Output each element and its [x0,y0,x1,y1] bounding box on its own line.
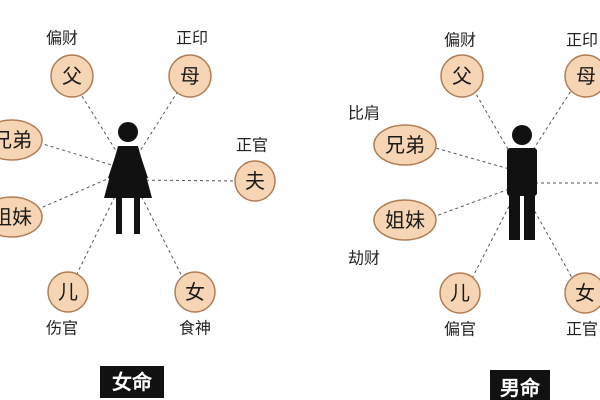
node-sisters: 姐妹 [0,196,43,238]
node-sisters-m: 姐妹 [373,199,437,241]
node-daughter-m: 女 [564,272,600,314]
caption-male: 男命 [500,376,541,400]
label-daughter-m: 正官 [566,320,598,339]
connector-father-m [467,79,521,171]
label-son-m: 偏官 [444,320,476,339]
connector-sisters-m [424,184,521,221]
label-brothers-m: 比肩 [348,104,380,123]
node-husband: 夫 [234,160,276,202]
label-husband: 正官 [236,136,268,155]
node-mother-m-text: 母 [576,64,596,88]
node-mother-text: 母 [180,64,200,88]
node-brothers: 兄弟 [0,119,43,161]
connector-daughter [127,169,191,293]
label-mother: 正印 [176,29,208,48]
node-mother-m: 母 [564,54,600,98]
node-daughter: 女 [174,271,216,313]
caption-male-box [490,370,550,400]
node-husband-text: 夫 [245,169,265,193]
node-father-text: 父 [62,64,82,88]
node-son-m-text: 儿 [450,281,470,305]
node-son-m: 儿 [439,272,481,314]
node-father: 父 [50,54,94,98]
label-father-m: 偏财 [444,31,476,50]
node-daughter-text: 女 [185,280,205,304]
label-son: 伤官 [46,319,78,338]
male-chart: 父 母 兄弟 姐妹 儿 女 偏财 正印 比肩 劫财 偏官 正官 男命 [348,31,600,400]
label-mother-m: 正印 [566,31,598,50]
label-daughter: 食神 [179,319,211,338]
label-sisters-m: 劫财 [348,249,380,268]
node-sisters-m-text: 姐妹 [385,208,425,232]
node-sisters-text: 姐妹 [0,205,32,229]
node-brothers-m: 兄弟 [373,124,437,166]
node-father-m: 父 [440,54,484,98]
connector-brothers [29,139,129,171]
label-father: 偏财 [46,29,78,48]
node-son: 儿 [47,271,89,313]
female-chart: 父 母 兄弟 姐妹 夫 儿 女 偏财 正印 正官 伤官 食神 [0,29,276,398]
node-brothers-m-text: 兄弟 [385,133,425,157]
connector-brothers-m [424,144,521,173]
caption-female: 女命 [112,370,153,394]
female-figure-icon [104,122,152,234]
node-mother: 母 [168,54,212,98]
caption-female-box [100,366,164,398]
node-father-m-text: 父 [452,64,472,88]
node-brothers-text: 兄弟 [0,128,32,152]
male-figure-icon [507,125,537,240]
connector-son [67,169,129,293]
node-daughter-m-text: 女 [575,281,595,305]
node-son-text: 儿 [58,280,78,304]
